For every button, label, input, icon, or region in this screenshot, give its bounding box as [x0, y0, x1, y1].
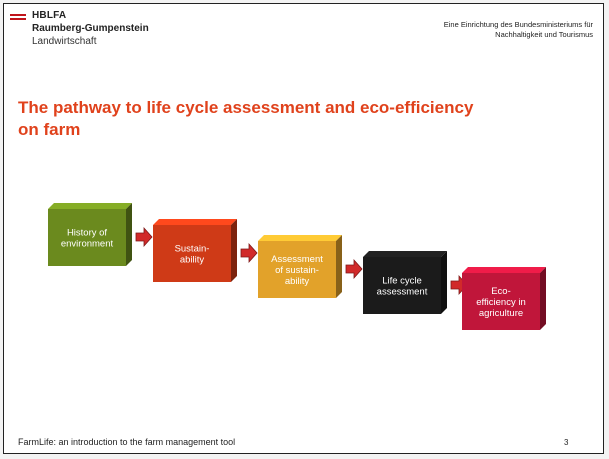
- step-box-top: [258, 235, 342, 241]
- title-line-2: on farm: [18, 120, 81, 139]
- title-line-1: The pathway to life cycle assessment and…: [18, 98, 474, 117]
- ministry-note: Eine Einrichtung des Bundesministeriums …: [363, 20, 593, 40]
- step-label-line: Assessment: [271, 254, 323, 265]
- arrow-icon: [345, 258, 363, 280]
- page-number: 3: [564, 438, 569, 447]
- step-label-line: Sustain-: [175, 244, 210, 255]
- step-box-front: [48, 209, 126, 266]
- slide-title: The pathway to life cycle assessment and…: [18, 97, 578, 141]
- step-label-line: assessment: [377, 287, 428, 298]
- arrow-shape: [345, 258, 363, 280]
- arrow-shape: [135, 226, 153, 248]
- step-label-line: ability: [285, 276, 310, 287]
- step-box-top: [48, 203, 132, 209]
- step-label-line: of sustain-: [275, 265, 319, 276]
- step-label-line: History of: [67, 228, 107, 239]
- arrow-shape: [240, 242, 258, 264]
- step-box-top: [363, 251, 447, 257]
- logo-line-1: HBLFA: [32, 10, 67, 21]
- ministry-line-1: Eine Einrichtung des Bundesministeriums …: [443, 20, 593, 29]
- arrow-icon: [240, 242, 258, 264]
- step-box-side: [231, 219, 237, 282]
- step-box-front: [258, 241, 336, 298]
- step-label-line: agriculture: [479, 308, 523, 319]
- step-label-line: Eco-: [491, 286, 511, 297]
- step-box-top: [153, 219, 237, 225]
- step-label-line: ability: [180, 255, 205, 266]
- step-box-front: [153, 225, 231, 282]
- footer-text: FarmLife: an introduction to the farm ma…: [18, 437, 236, 447]
- flag-icon: [10, 14, 26, 22]
- step-box-side: [126, 203, 132, 266]
- step-label-line: environment: [61, 239, 114, 250]
- step-box-top: [462, 267, 546, 273]
- step-label-line: Life cycle: [382, 276, 422, 287]
- logo-line-2: Raumberg-Gumpenstein: [32, 23, 149, 34]
- step-box-side: [540, 267, 546, 330]
- arrow-icon: [135, 226, 153, 248]
- step-box-side: [336, 235, 342, 298]
- logo-line-3: Landwirtschaft: [32, 36, 97, 47]
- slide: HBLFA Raumberg-Gumpenstein Landwirtschaf…: [3, 3, 604, 454]
- ministry-line-2: Nachhaltigkeit und Tourismus: [495, 30, 593, 39]
- step-box-2: Sustain-ability: [153, 219, 237, 282]
- step-box-front: [363, 257, 441, 314]
- step-label-line: efficiency in: [476, 297, 525, 308]
- step-box-front: [462, 273, 540, 330]
- step-box-side: [441, 251, 447, 314]
